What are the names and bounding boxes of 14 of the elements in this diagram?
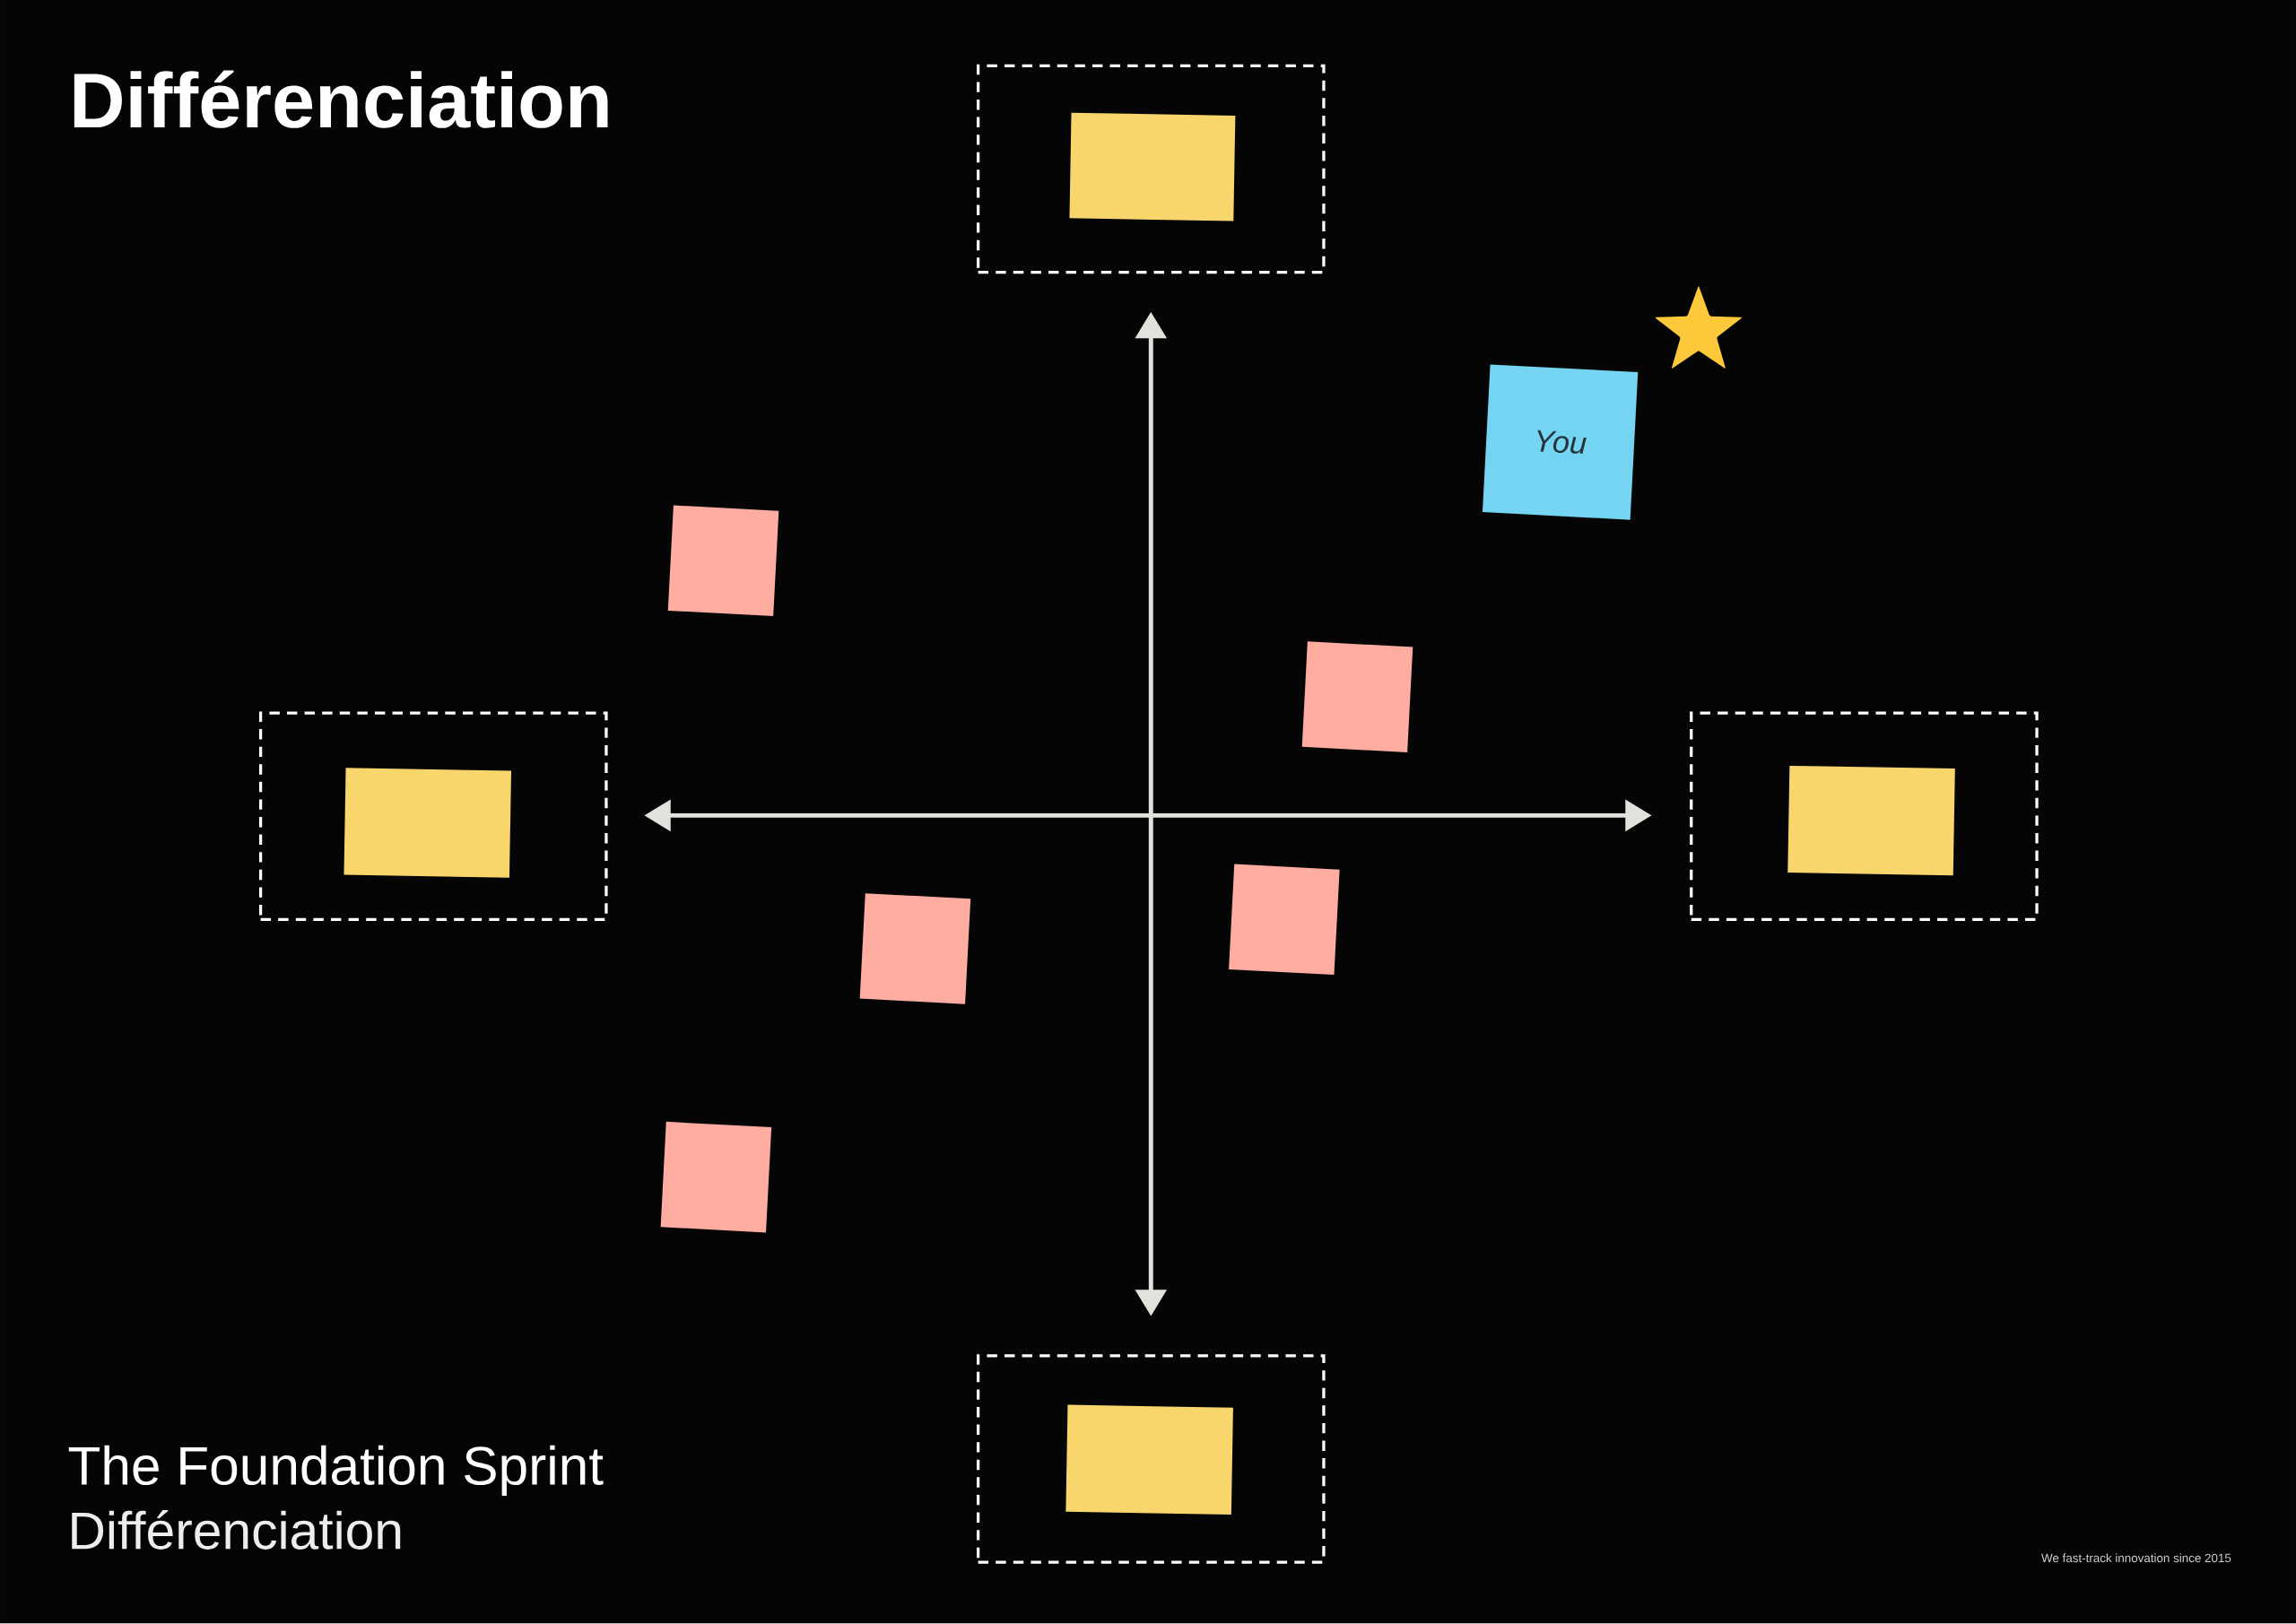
dashed-frame: [977, 1354, 1326, 1564]
title: Différenciation: [74, 70, 608, 129]
sticky-note: [667, 505, 779, 617]
dashed-frame: [1690, 711, 2039, 922]
dashed-frame: [977, 65, 1326, 274]
sticky-note: [1787, 766, 1955, 876]
sticky-note: [1069, 112, 1236, 221]
sticky-note: [1065, 1404, 1233, 1515]
footer-heading: The Foundation Sprint: [68, 1445, 604, 1497]
tagline: We fast-track innovation since 2015: [2041, 1553, 2231, 1563]
footer-subheading: Différenciation: [72, 1510, 401, 1550]
sticky-note: [1301, 641, 1413, 753]
dashed-frame: [259, 711, 608, 922]
sticky-note: [344, 768, 511, 878]
